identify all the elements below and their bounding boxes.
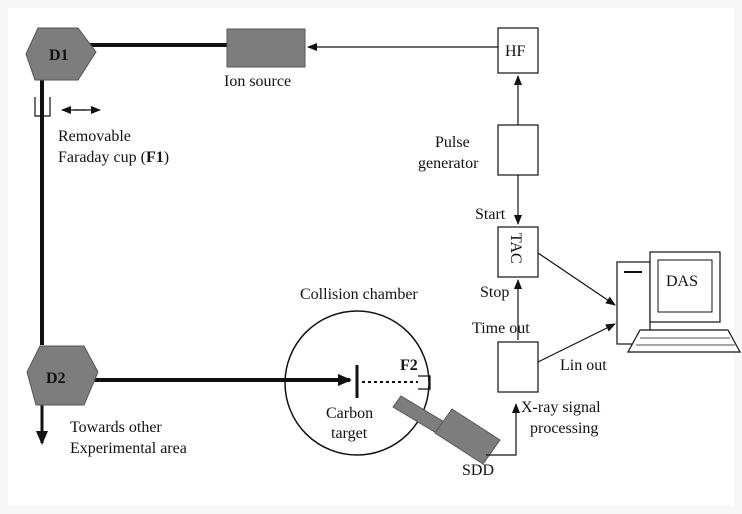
computer-keyboard [626, 329, 742, 353]
carbon-label-line1: Carbon [326, 405, 373, 422]
tac-to-das-arrow [537, 252, 616, 306]
das-label: DAS [666, 273, 698, 290]
das-computer [616, 251, 742, 353]
d1-magnet [25, 27, 97, 81]
ion-source-label: Ion source [224, 73, 291, 90]
lin-out-label: Lin out [560, 357, 607, 374]
collision-chamber-circle [284, 310, 430, 456]
towards-label-line1: Towards other [70, 419, 162, 436]
d1-label: D1 [49, 47, 69, 64]
figure-panel [8, 8, 734, 506]
d2-magnet [26, 345, 99, 406]
lin-out-to-das-arrow [537, 323, 616, 363]
pulse-label-line1: Pulse [435, 134, 470, 151]
monitor-screen [657, 259, 713, 313]
d2-label: D2 [46, 370, 66, 387]
towards-label-line2: Experimental area [70, 440, 187, 457]
time-out-label: Time out [472, 320, 530, 337]
pulse-label-line2: generator [418, 155, 479, 172]
xray-processing-box [497, 341, 539, 393]
ion-source-block [226, 28, 306, 68]
collision-chamber-label: Collision chamber [300, 286, 418, 303]
hf-box [497, 27, 539, 74]
faraday-cup-f2 [418, 375, 431, 390]
sdd-to-processing-line [486, 403, 520, 456]
tac-box [497, 226, 539, 278]
stop-label: Stop [480, 284, 509, 301]
sdd-detector [434, 408, 501, 465]
start-label: Start [475, 206, 506, 223]
xray-label-line1: X-ray signal [521, 399, 601, 416]
carbon-label-line2: target [331, 425, 368, 442]
faraday-label-line2: Faraday cup (F1) [58, 149, 169, 166]
xray-label-line2: processing [530, 420, 598, 437]
pulse-generator-box [497, 124, 539, 176]
faraday-label-line1: Removable [58, 128, 131, 145]
f2-label: F2 [400, 357, 418, 374]
tac-label: TAC [507, 233, 524, 264]
sdd-label: SDD [462, 462, 494, 479]
hf-label: HF [505, 43, 526, 60]
